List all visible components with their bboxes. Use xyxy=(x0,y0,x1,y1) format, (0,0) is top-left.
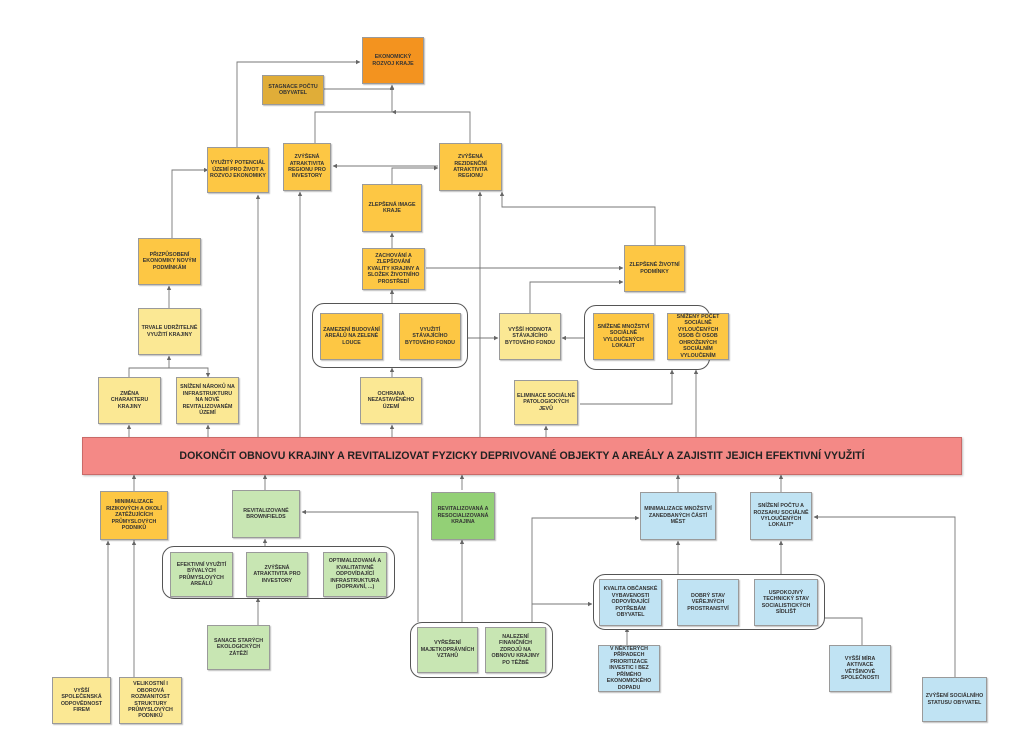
node-ochrana: OCHRANA NEZASTAVĚNÉHO ÚZEMÍ xyxy=(360,377,422,424)
node-optimalizovana: OPTIMALIZOVANÁ A KVALITATIVNĚ ODPOVÍDAJÍ… xyxy=(323,552,387,597)
arrow xyxy=(813,514,956,677)
node-sanace: SANACE STARÝCH EKOLOGICKÝCH ZÁTĚŽÍ xyxy=(207,625,270,670)
node-v-nekterych: V NĚKTERÝCH PŘÍPADECH PRIORITIZACE INVES… xyxy=(598,645,660,692)
arrow xyxy=(499,191,656,245)
arrow xyxy=(580,369,675,405)
node-zlepsena-image: ZLEPŠENÁ IMAGE KRAJE xyxy=(362,184,422,232)
node-zvysena-atraktivita-investory: ZVÝŠENÁ ATRAKTIVITA REGIONU PRO INVESTOR… xyxy=(283,143,331,191)
node-stagnace: STAGNACE POČTU OBYVATEL xyxy=(262,75,324,105)
node-trvale-udrzitelne: TRVALE UDRŽITELNÉ VYUŽITÍ KRAJINY xyxy=(138,308,201,355)
node-snizeni-naroku: SNÍŽENÍ NÁROKŮ NA INFRASTRUKTURU NA NOVÉ… xyxy=(176,377,239,424)
arrow xyxy=(128,367,211,378)
node-zvysena-rezidencni: ZVÝŠENÁ REZIDENČNÍ ATRAKTIVITA REGIONU xyxy=(439,143,502,191)
node-vyreseni: VYŘEŠENÍ MAJETKOPRÁVNÍCH VZTAHŮ xyxy=(417,627,478,673)
node-minimalizace-zanedbanych: MINIMALIZACE MNOŽSTVÍ ZANEDBANÝCH ČÁSTÍ … xyxy=(640,492,716,540)
node-snizeni-poctu-lokalit: SNÍŽENÍ POČTU A ROZSAHU SOCIÁLNĚ VYLOUČE… xyxy=(750,492,812,540)
node-velikostni: VELIKOSTNÍ I OBOROVÁ ROZMANITOST STRUKTU… xyxy=(119,677,182,724)
node-nalezeni: NALEZENÍ FINANČNÍCH ZDROJŮ NA OBNOVU KRA… xyxy=(485,627,546,673)
node-kvalita-obcanske: KVALITA OBČANSKÉ VYBAVENOSTI ODPOVÍDAJÍC… xyxy=(599,579,662,626)
main-goal-bar: DOKONČIT OBNOVU KRAJINY A REVITALIZOVAT … xyxy=(82,437,962,475)
node-vyssi-hodnota: VYŠŠÍ HODNOTA STÁVAJÍCÍHO BYTOVÉHO FONDU xyxy=(499,313,561,360)
node-zachovani: ZACHOVÁNÍ A ZLEPŠOVÁNÍ KVALITY KRAJINY A… xyxy=(362,248,425,290)
node-revitalizovana-krajina: REVITALIZOVANÁ A RESOCIALIZOVANÁ KRAJINA xyxy=(431,492,495,540)
arrow xyxy=(171,167,209,238)
node-zlepsene-podminky: ZLEPŠENÉ ŽIVOTNÍ PODMÍNKY xyxy=(624,245,685,292)
arrow xyxy=(531,515,640,622)
node-uspokojivy: USPOKOJIVÝ TECHNICKÝ STAV SOCIALISTICKÝC… xyxy=(754,579,818,626)
node-efektivni-vyuziti: EFEKTIVNÍ VYUŽITÍ BÝVALÝCH PRŮMYSLOVÝCH … xyxy=(170,552,233,597)
arrow xyxy=(529,279,624,313)
node-snizene-mnozstvi: SNÍŽENÉ MNOŽSTVÍ SOCIÁLNĚ VYLOUČENÝCH LO… xyxy=(593,313,654,360)
node-vyuzity-potencial: VYUŽITÝ POTENCIÁL ÚZEMÍ PRO ŽIVOT A ROZV… xyxy=(207,147,269,193)
node-vyssi-spolecenska: VYŠŠÍ SPOLEČENSKÁ ODPOVĚDNOST FIREM xyxy=(52,677,111,724)
arrow xyxy=(391,109,471,143)
node-vyuziti-bytoveho: VYUŽITÍ STÁVAJÍCÍHO BYTOVÉHO FONDU xyxy=(399,313,461,360)
node-zvysena-atraktivita-investory-2: ZVÝŠENÁ ATRAKTIVITA PRO INVESTORY xyxy=(246,552,308,597)
node-zamezeni: ZAMEZENÍ BUDOVÁNÍ AREÁLŮ NA ZELENÉ LOUCE xyxy=(320,313,383,360)
node-minimalizace-rizikovych: MINIMALIZACE RIZIKOVÝCH A OKOLÍ ZATĚŽUJÍ… xyxy=(100,491,168,540)
arrow xyxy=(314,85,395,143)
node-vyssi-mira: VYŠŠÍ MÍRA AKTIVACE VĚTŠINOVÉ SPOLEČNOST… xyxy=(829,645,891,692)
arrow xyxy=(301,509,419,622)
node-zmena-charakteru: ZMĚNA CHARAKTERU KRAJINY xyxy=(98,377,161,424)
node-dobry-stav: DOBRÝ STAV VEŘEJNÝCH PROSTRANSTVÍ xyxy=(677,579,739,626)
arrow xyxy=(819,615,863,645)
arrow xyxy=(236,59,361,147)
arrow xyxy=(391,165,439,184)
node-prizpusobeni: PŘIZPŮSOBENÍ EKONOMIKY NOVÝM PODMÍNKÁM xyxy=(138,238,201,285)
node-zvyseni-socialniho: ZVÝŠENÍ SOCIÁLNÍHO STATUSU OBYVATEL xyxy=(922,677,987,722)
node-ekonomicky-rozvoj: EKONOMICKÝ ROZVOJ KRAJE xyxy=(362,37,424,84)
node-eliminace: ELIMINACE SOCIÁLNĚ PATOLOGICKÝCH JEVŮ xyxy=(514,380,578,425)
node-snizeny-pocet: SNÍŽENÝ POČET SOCIÁLNĚ VYLOUČENÝCH OSOB … xyxy=(667,313,729,360)
node-revitalizovane-brownfieldy: REVITALIZOVANÉ BROWNFIELDS xyxy=(232,490,300,538)
